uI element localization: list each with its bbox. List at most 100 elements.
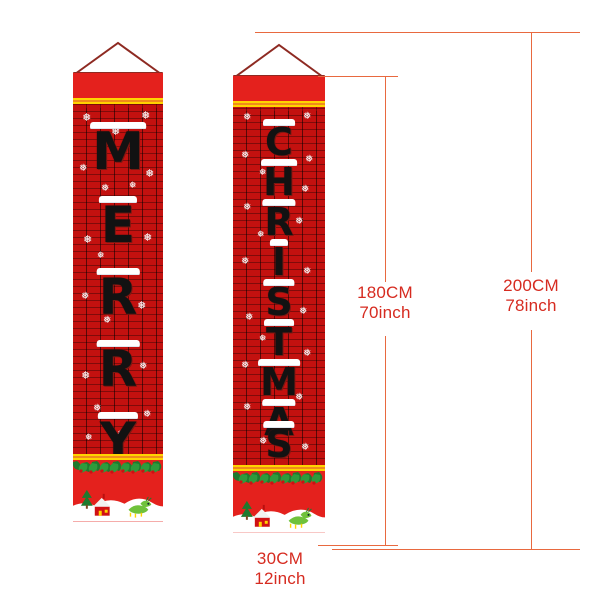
pine-tree-icon (81, 490, 94, 510)
snowflake-icon: ❅ (245, 312, 254, 323)
reindeer-icon (288, 507, 313, 530)
banner-height-cm: 180CM (357, 283, 413, 302)
snowflake-icon: ❅ (257, 230, 265, 240)
snow-cap (263, 279, 295, 285)
house-icon (93, 494, 112, 517)
snowflake-icon: ❅ (81, 291, 90, 302)
banner-bottom-stripes (233, 465, 325, 471)
snowflake-icon: ❅ (295, 392, 304, 403)
house-icon (253, 505, 272, 528)
reindeer-icon (128, 496, 153, 519)
snow-cap (264, 319, 294, 325)
total-height-inch: 78inch (505, 296, 557, 315)
pine-tree-icon (241, 501, 254, 521)
snowflake-icon: ❅ (295, 216, 304, 227)
snowflake-icon: ❅ (243, 112, 252, 123)
snow-cap (90, 122, 146, 128)
snowflake-icon: ❅ (129, 181, 137, 191)
banner-height-bottom-extension-line (318, 545, 398, 546)
banner-merry[interactable]: M E R R Y ❅ ❅ ❅ ❅ ❅ ❅ ❅ ❅ ❅ ❅ ❅ ❅ ❅ ❅ (73, 40, 163, 522)
banner-top-stripes (233, 101, 325, 107)
snow-scene (233, 501, 325, 533)
banner-letter: E (98, 196, 138, 254)
banner-bottom-scene (233, 471, 325, 533)
banner-letter: Y (97, 412, 139, 454)
banner-letter: C (263, 119, 295, 164)
banner-top-stripes (73, 98, 163, 104)
banner-letter: M (258, 359, 300, 404)
snowflake-icon: ❅ (301, 184, 310, 195)
banner-cloth: C H R I S T M A S ❅ ❅ ❅ ❅ ❅ ❅ ❅ ❅ ❅ (233, 76, 325, 533)
banner-letter: R (96, 268, 140, 326)
snow-cap (263, 119, 295, 125)
banner-brick-field: C H R I S T M A S ❅ ❅ ❅ ❅ ❅ ❅ ❅ ❅ ❅ (233, 107, 325, 465)
snowflake-icon: ❅ (97, 251, 105, 261)
banner-bottom-stripes (73, 454, 163, 460)
banner-letter: R (262, 199, 296, 244)
banner-brick-field: M E R R Y ❅ ❅ ❅ ❅ ❅ ❅ ❅ ❅ ❅ ❅ ❅ ❅ ❅ ❅ (73, 104, 163, 454)
banner-letter: M (90, 122, 146, 182)
snowflake-icon: ❅ (145, 167, 155, 180)
snowflake-icon: ❅ (259, 436, 268, 447)
snowflake-icon: ❅ (305, 154, 314, 165)
snowflake-icon: ❅ (85, 433, 93, 443)
banner-christmas[interactable]: C H R I S T M A S ❅ ❅ ❅ ❅ ❅ ❅ ❅ ❅ ❅ (233, 43, 325, 533)
snow-scene (73, 490, 163, 522)
snow-cap (261, 159, 297, 165)
snow-cap (98, 196, 138, 202)
snowflake-icon: ❅ (243, 402, 252, 413)
banner-cloth: M E R R Y ❅ ❅ ❅ ❅ ❅ ❅ ❅ ❅ ❅ ❅ ❅ ❅ ❅ ❅ (73, 73, 163, 522)
snow-cap (262, 199, 296, 205)
snowflake-icon: ❅ (259, 334, 267, 344)
snowflake-icon: ❅ (82, 111, 92, 124)
snowflake-icon: ❅ (141, 109, 151, 122)
total-height-bottom-extension-line (322, 549, 580, 550)
banner-height-label: 180CM 70inch (331, 283, 439, 323)
total-height-dimension-line-upper (531, 32, 532, 272)
banner-bottom-scene (73, 460, 163, 522)
banner-letters: M E R R Y (73, 104, 163, 454)
snowflake-icon: ❅ (241, 150, 250, 161)
total-height-label: 200CM 78inch (476, 276, 586, 316)
snow-cap (262, 399, 296, 405)
total-height-dimension-line-lower (531, 330, 532, 549)
snow-cap (269, 239, 289, 245)
snow-cap (96, 340, 140, 346)
snowflake-icon: ❅ (273, 126, 282, 137)
snowflake-icon: ❅ (83, 233, 93, 246)
banner-width-inch: 12inch (254, 569, 306, 588)
banner-height-dimension-line-lower (385, 336, 386, 545)
banner-top-panel (73, 73, 163, 98)
snow-cap (258, 359, 300, 365)
snowflake-icon: ❅ (243, 202, 252, 213)
snowflake-icon: ❅ (93, 403, 102, 414)
banner-top-panel (233, 76, 325, 101)
snowflake-icon: ❅ (137, 299, 147, 312)
snowflake-icon: ❅ (241, 256, 250, 267)
banner-letter: S (263, 279, 295, 324)
snowflake-icon: ❅ (299, 306, 308, 317)
total-height-top-extension-line (255, 32, 580, 33)
holly-garland (233, 472, 323, 485)
banner-letter: T (264, 319, 294, 364)
banner-height-top-extension-line (318, 76, 398, 77)
snowflake-icon: ❅ (303, 348, 312, 359)
snow-cap (263, 421, 295, 427)
snowflake-icon: ❅ (301, 442, 310, 453)
banner-letter: I (269, 239, 289, 284)
snowflake-icon: ❅ (117, 429, 126, 440)
snowflake-icon: ❅ (143, 231, 153, 244)
snowflake-icon: ❅ (81, 369, 91, 382)
banner-height-inch: 70inch (359, 303, 411, 322)
snow-cap (96, 268, 140, 274)
snowflake-icon: ❅ (143, 409, 152, 420)
holly-garland (73, 461, 162, 474)
snowflake-icon: ❅ (241, 360, 250, 371)
snowflake-icon: ❅ (139, 361, 148, 372)
snowflake-icon: ❅ (259, 168, 267, 178)
snowflake-icon: ❅ (101, 183, 110, 194)
banner-letter: H (261, 159, 297, 204)
snowflake-icon: ❅ (79, 163, 88, 174)
total-height-cm: 200CM (503, 276, 559, 295)
